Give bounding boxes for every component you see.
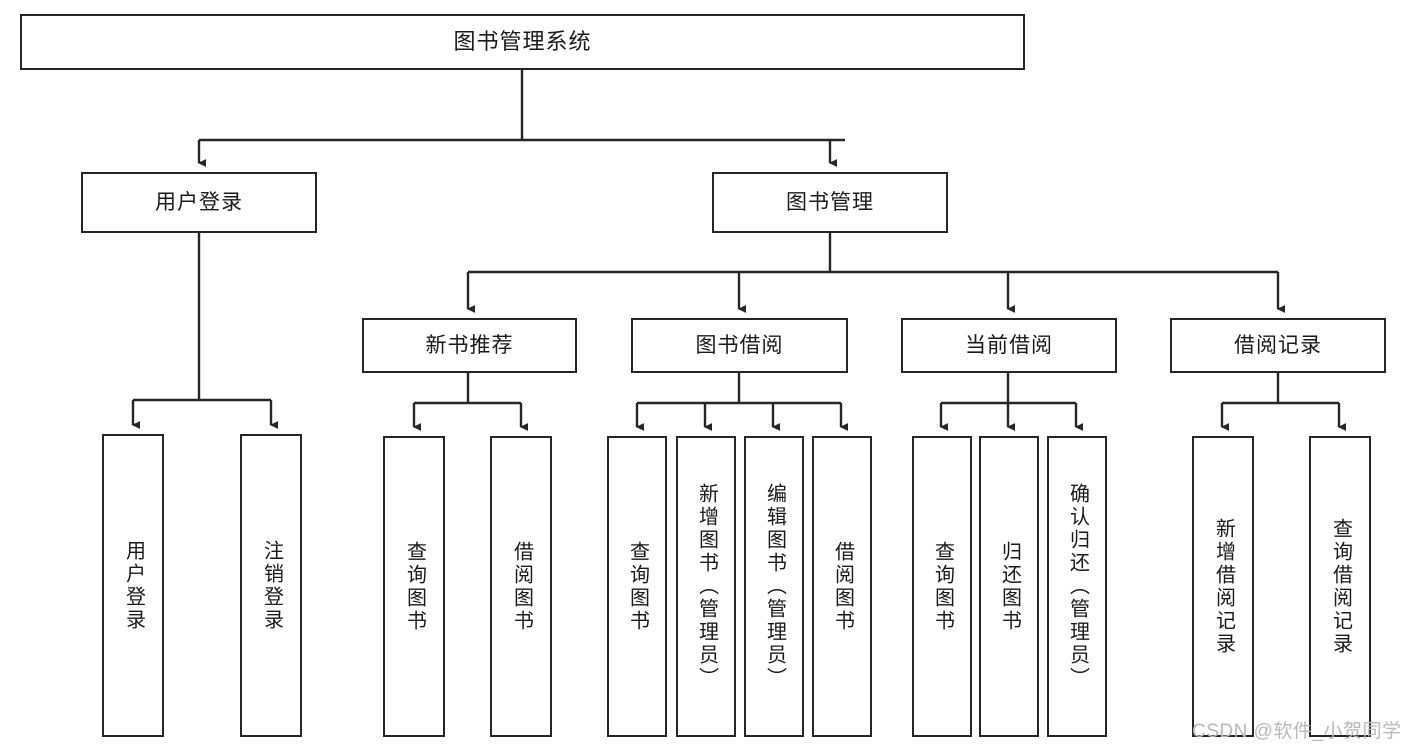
node-book-borrow[interactable]: 图书借阅 [631, 318, 848, 373]
node-label: 当前借阅 [965, 333, 1053, 357]
leaf-edit-book-admin[interactable]: 编辑图书（管理员） [744, 436, 804, 737]
node-current-borrow[interactable]: 当前借阅 [901, 318, 1117, 373]
node-label: 确认归还（管理员） [1066, 483, 1089, 690]
node-label: 用户登录 [122, 539, 145, 632]
node-root-system[interactable]: 图书管理系统 [20, 14, 1025, 70]
leaf-return-book[interactable]: 归还图书 [979, 436, 1039, 737]
node-label: 查询图书 [626, 540, 649, 633]
node-label: 借阅记录 [1234, 333, 1322, 357]
node-label: 归还图书 [998, 540, 1021, 633]
node-book-management[interactable]: 图书管理 [712, 172, 948, 233]
node-label: 编辑图书（管理员） [763, 483, 786, 690]
node-label: 借阅图书 [510, 540, 533, 633]
leaf-user-login[interactable]: 用户登录 [102, 434, 164, 737]
node-label: 用户登录 [155, 190, 243, 214]
leaf-confirm-return-admin[interactable]: 确认归还（管理员） [1047, 436, 1107, 737]
node-label: 查询借阅记录 [1329, 517, 1352, 656]
node-label: 新增图书（管理员） [695, 483, 718, 690]
node-label: 新增借阅记录 [1212, 517, 1235, 656]
csdn-watermark: CSDN @软件_小贺同学 [1192, 721, 1402, 742]
node-label: 查询图书 [931, 540, 954, 633]
node-borrow-records[interactable]: 借阅记录 [1170, 318, 1386, 373]
leaf-query-book-current[interactable]: 查询图书 [912, 436, 972, 737]
leaf-query-borrow-record[interactable]: 查询借阅记录 [1309, 436, 1371, 737]
node-label: 注销登录 [260, 539, 283, 632]
leaf-add-book-admin[interactable]: 新增图书（管理员） [676, 436, 736, 737]
leaf-query-book-borrow[interactable]: 查询图书 [607, 436, 667, 737]
node-user-login[interactable]: 用户登录 [81, 172, 317, 233]
leaf-query-book-recommend[interactable]: 查询图书 [383, 436, 445, 737]
node-label: 图书管理系统 [453, 28, 592, 54]
leaf-logout[interactable]: 注销登录 [240, 434, 302, 737]
node-label: 查询图书 [403, 540, 426, 633]
node-new-book-recommend[interactable]: 新书推荐 [362, 318, 577, 373]
leaf-add-borrow-record[interactable]: 新增借阅记录 [1192, 436, 1254, 737]
leaf-borrow-book-recommend[interactable]: 借阅图书 [490, 436, 552, 737]
node-label: 图书借阅 [695, 333, 784, 357]
node-label: 新书推荐 [425, 333, 514, 357]
node-label: 图书管理 [786, 190, 874, 214]
node-label: 借阅图书 [831, 540, 854, 633]
leaf-borrow-book[interactable]: 借阅图书 [812, 436, 872, 737]
